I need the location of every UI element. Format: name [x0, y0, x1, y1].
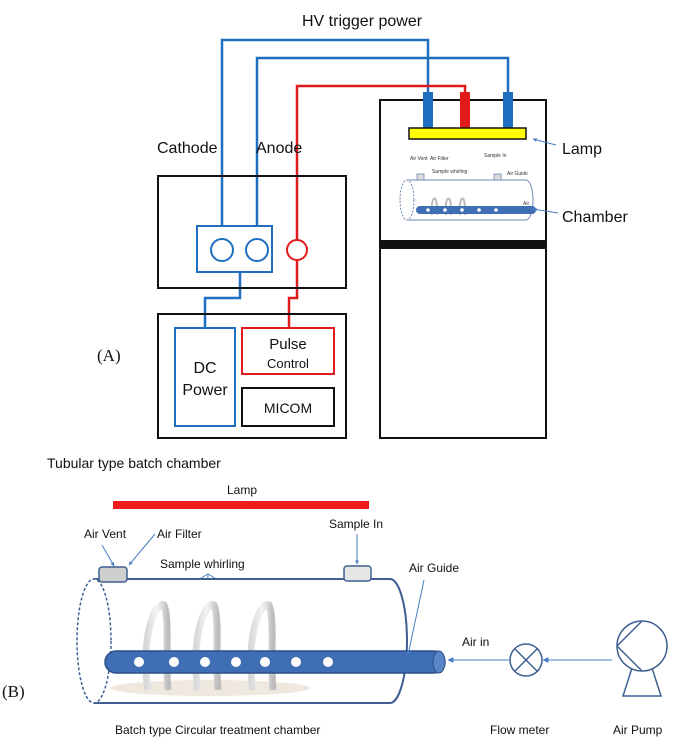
- treatment-cabinet: [379, 99, 547, 439]
- air-filter-label: Air Filter: [157, 527, 202, 541]
- air-filter-pointer: [128, 533, 156, 566]
- sample-whirling-label: Sample whirling: [160, 557, 245, 571]
- inset-sample-in: Sample In: [484, 153, 507, 159]
- cathode-terminal: [210, 238, 234, 262]
- tube-hole: [134, 657, 144, 667]
- inset-air: Air: [523, 201, 529, 207]
- air-vent-pointer: [101, 544, 115, 567]
- dc-power-label-2: Power: [182, 382, 228, 399]
- lamp-bar-label: Lamp: [227, 483, 257, 497]
- pulse-control-box: [241, 327, 335, 375]
- lamp-bar: [113, 501, 369, 509]
- tube-hole: [169, 657, 179, 667]
- part-b: Tubular type batch chamber Lamp Air Vent…: [2, 455, 668, 737]
- flash-lamp: [408, 127, 527, 140]
- trigger-terminal: [286, 239, 308, 261]
- panel-a-label: (A): [97, 346, 121, 365]
- inset-air-guide: Air Guide: [507, 171, 528, 177]
- inset-sample-whirling: Sample whirling: [432, 169, 468, 175]
- hv-trigger-power-label: HV trigger power: [302, 13, 423, 30]
- part-a: HV trigger power Cathode Anode DC Power …: [97, 13, 628, 439]
- anode-label: Anode: [256, 140, 302, 157]
- cathode-connector: [423, 92, 433, 130]
- anode-wire: [255, 56, 510, 240]
- circular-treatment-chamber: [76, 578, 408, 704]
- tube-hole: [291, 657, 301, 667]
- tubular-chamber-title: Tubular type batch chamber: [47, 455, 221, 471]
- sample-layer: [110, 680, 310, 696]
- controller-unit: [157, 313, 347, 439]
- dc-power-box: [174, 327, 236, 427]
- sample-in-cap: [343, 565, 372, 582]
- chamber-caption: Batch type Circular treatment chamber: [115, 723, 320, 737]
- dc-power-wire: [203, 269, 242, 328]
- sample-in-label: Sample In: [329, 517, 383, 531]
- tube-hole: [323, 657, 333, 667]
- pulse-label: Pulse: [269, 336, 307, 353]
- anode-terminal: [245, 238, 269, 262]
- chamber-inset: Air Vent Air Filter Sample whirling Samp…: [399, 153, 536, 221]
- inset-air-filter: Air Filter: [430, 156, 449, 162]
- tube-hole: [231, 657, 241, 667]
- air-guide-pointer: [406, 579, 425, 656]
- flow-meter-label: Flow meter: [490, 723, 549, 737]
- air-pump-icon: [616, 620, 668, 697]
- tube-hole: [200, 657, 210, 667]
- control-label: Control: [267, 356, 309, 371]
- air-filter-cap: [98, 566, 128, 583]
- pulse-control-wire: [287, 261, 299, 328]
- inset-air-vent: Air Vent: [410, 156, 428, 162]
- dc-power-label-1: DC: [193, 360, 216, 377]
- high-voltage-unit: [157, 175, 347, 289]
- trigger-wire: [295, 84, 467, 240]
- trigger-connector: [460, 92, 470, 130]
- wires: [203, 38, 510, 328]
- lamp-label: Lamp: [562, 141, 602, 158]
- anode-connector: [503, 92, 513, 130]
- cathode-label: Cathode: [157, 140, 218, 157]
- air-in-label: Air in: [462, 635, 489, 649]
- cathode-wire: [220, 38, 430, 240]
- chamber-pointer: [532, 207, 559, 214]
- micom-box: [241, 387, 335, 427]
- tube-hole: [260, 657, 270, 667]
- lamp-pointer: [532, 137, 557, 146]
- micom-label: MICOM: [264, 400, 312, 416]
- air-guide-label: Air Guide: [409, 561, 459, 575]
- air-guide-tube: [104, 650, 446, 674]
- cabinet-divider: [380, 240, 546, 249]
- panel-b-label: (B): [2, 682, 25, 701]
- air-vent-label: Air Vent: [84, 527, 127, 541]
- chamber-label: Chamber: [562, 209, 628, 226]
- air-pump-label: Air Pump: [613, 723, 663, 737]
